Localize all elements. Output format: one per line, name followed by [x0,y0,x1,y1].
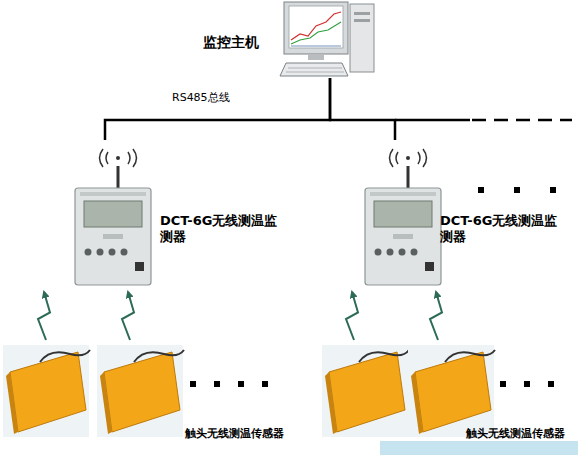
node-box: 触头无线测温传感器 [318,340,578,452]
sensor-photo-bg [97,345,183,437]
device-case [365,188,441,285]
sensor-photo-bg [322,345,408,437]
node-box: DCT-6G无线测温监测器 [30,140,285,290]
sensor-side [411,372,423,434]
node-box: DCT-6G无线测温监测器 [320,140,575,290]
pc-monitor [284,2,348,54]
computer-illustration [280,2,374,76]
wireless-arrow [430,292,442,340]
ellipsis-dot [514,187,520,193]
sensor-body [329,352,405,432]
wireless-dot [406,156,410,160]
bus-connector [105,78,330,140]
node-label: 触头无线测温传感器 [185,427,310,440]
device-button [97,249,104,256]
sensor-cable [359,350,409,362]
ellipsis-dot [190,381,196,387]
wireless-wave [390,149,394,167]
bus-connector [330,78,395,140]
device-badge [393,234,413,239]
sensor-cable [134,350,184,362]
bus-line [395,119,470,122]
node-box: 触头无线测温传感器 [0,340,315,452]
pc-drive [354,12,370,15]
antenna [407,166,410,188]
sensor-side [325,372,337,434]
wireless-wave [106,152,108,164]
node-label: DCT-6G无线测温监测器 [160,213,282,244]
ellipsis-dot [524,381,530,387]
wireless-arrow [38,292,50,340]
pc-stand [308,54,324,60]
monitor-device [75,149,151,285]
pc-drive [354,19,370,22]
sensor-photo-bg [408,345,494,437]
lcd-screen [374,201,432,227]
lcd-screen [84,201,142,227]
device-badge [103,234,123,239]
device-top [80,192,146,196]
sensor-side [6,372,18,434]
pc-tower [350,4,374,72]
wireless-wave [100,149,104,167]
device-top [370,192,436,196]
screen-axis [291,46,341,47]
background-band [380,441,578,455]
sensor-cable [40,350,90,362]
ellipsis-dot [550,187,556,193]
device-button [375,249,382,256]
device-switch [135,262,144,271]
ellipsis-dot [238,381,244,387]
antenna [117,166,120,188]
ellipsis-dot [262,381,268,387]
bus-line-dashed [472,119,572,122]
wireless-wave [133,149,137,167]
pc-screen [289,6,343,48]
keyboard-keys [286,72,344,73]
wireless-arrow [346,292,358,340]
ellipsis-dot [548,381,554,387]
wireless-wave [128,152,130,164]
wireless-dot [116,156,120,160]
sensor-photo-bg [3,345,89,437]
sensor-illustration [3,345,495,437]
screen-curve [291,22,341,44]
device-button [121,249,128,256]
device-button [411,249,418,256]
device-case [75,188,151,285]
ellipsis-dot [500,381,506,387]
wireless-arrow [122,292,134,340]
sensor-side [100,372,112,434]
node-label: 监控主机 [203,34,283,51]
node-label: 触头无线测温传感器 [466,427,578,440]
node-label: DCT-6G无线测温监测器 [440,213,562,244]
sensor-cable [445,350,495,362]
pc-keyboard [280,63,348,76]
keyboard-keys [288,68,342,69]
device-button [387,249,394,256]
wireless-wave [418,152,420,164]
sensor-body [104,352,180,432]
device-button [109,249,116,256]
sensor-body [10,352,86,432]
device-switch [425,262,434,271]
device-button [399,249,406,256]
bus-label: RS485总线 [172,90,230,105]
device-button [85,249,92,256]
node-box: 监控主机 [195,0,375,78]
ellipsis-dot [478,187,484,193]
sensor-body [415,352,491,432]
wireless-wave [423,149,427,167]
ellipsis-dot [214,381,220,387]
wireless-wave [396,152,398,164]
monitor-device [365,149,441,285]
